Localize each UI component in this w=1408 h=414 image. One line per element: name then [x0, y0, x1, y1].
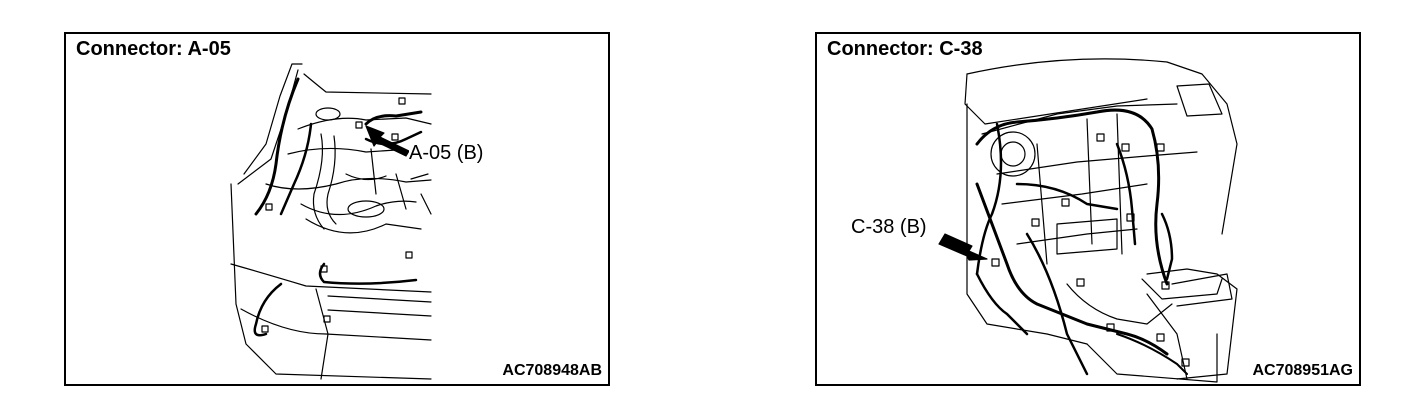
connector-callout-label: C-38 (B) — [851, 215, 927, 239]
connector-callout-label: A-05 (B) — [409, 141, 484, 165]
connector-c38-panel: Connector: C-38 C-38 (B) AC708951AG — [815, 32, 1361, 386]
engine-compartment-illustration — [230, 63, 432, 380]
instrument-panel-illustration — [938, 58, 1238, 383]
figure-code: AC708951AG — [1252, 361, 1353, 381]
panel-title: Connector: C-38 — [825, 37, 985, 61]
figure-code: AC708948AB — [502, 361, 602, 381]
panel-title: Connector: A-05 — [74, 37, 233, 61]
connector-a05-panel: Connector: A-05 A-05 (B) AC708948AB — [64, 32, 610, 386]
